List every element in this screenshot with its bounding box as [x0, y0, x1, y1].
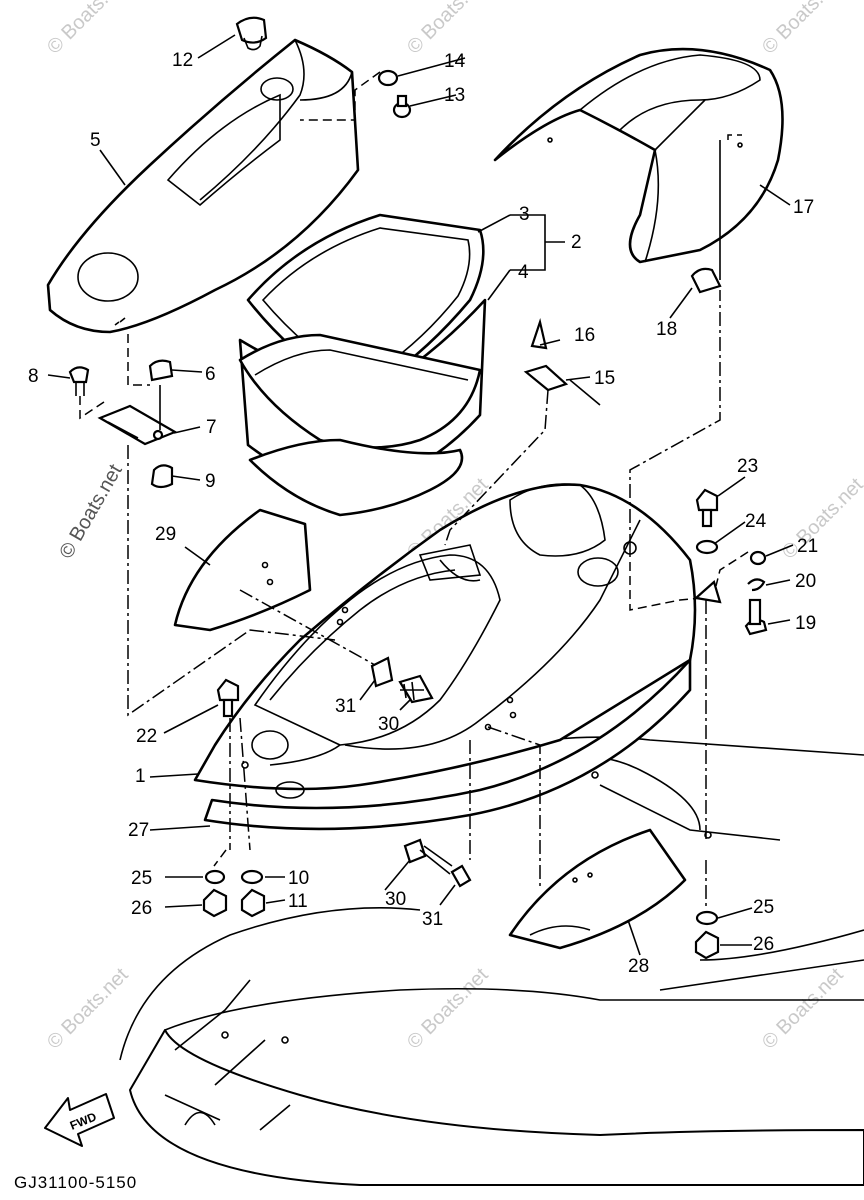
watermark: © Boats.net	[778, 474, 864, 564]
callout-labels: 1 2 3 4 5 6 7 8 9 10 11 12 13 14 15 16 1…	[28, 50, 818, 977]
callout-3: 3	[519, 204, 530, 225]
callout-31b: 31	[422, 909, 443, 930]
diagram-code: GJ31100-5150	[14, 1173, 137, 1192]
watermark: © Boats.net	[758, 0, 848, 59]
watermark: © Boats.net	[403, 964, 493, 1054]
callout-25b: 25	[753, 897, 774, 918]
callout-2: 2	[571, 232, 582, 253]
assembly-lines	[127, 290, 749, 910]
hardware-30-31	[370, 656, 472, 888]
part-27-rub-rail	[203, 658, 692, 831]
callout-14: 14	[444, 51, 466, 72]
callout-28: 28	[628, 956, 649, 977]
callout-30b: 30	[385, 889, 406, 910]
callout-29: 29	[155, 524, 176, 545]
hull-outline	[119, 736, 864, 1186]
callout-15: 15	[594, 368, 615, 389]
hardware-bolts	[216, 488, 768, 718]
leader-lines	[47, 34, 794, 956]
callout-22: 22	[136, 726, 157, 747]
callout-13: 13	[444, 85, 465, 106]
callout-26b: 26	[753, 934, 774, 955]
watermark: © Boats.net	[43, 964, 133, 1054]
watermark-dark: © Boats.net	[55, 460, 127, 562]
callout-11: 11	[288, 891, 308, 912]
hardware-13-14	[377, 69, 412, 119]
callout-27: 27	[128, 820, 149, 841]
part-17-seat	[493, 47, 784, 264]
watermark: © Boats.net	[758, 964, 848, 1054]
callout-21: 21	[797, 536, 818, 557]
hardware-15-16	[523, 317, 569, 392]
watermark: © Boats.net	[403, 0, 493, 59]
callout-19: 19	[795, 613, 816, 634]
callout-12: 12	[172, 50, 193, 71]
callout-25: 25	[131, 868, 152, 889]
watermark: © Boats.net	[43, 0, 133, 59]
part-28-side-panel	[508, 828, 687, 950]
callout-9: 9	[205, 471, 216, 492]
part-2-storage-box	[238, 213, 487, 517]
callout-7: 7	[206, 417, 217, 438]
latch-6-7-8-9	[68, 359, 178, 489]
fwd-arrow-icon: FWD	[44, 1093, 115, 1147]
callout-26: 26	[131, 898, 152, 919]
part-5-front-hatch	[46, 38, 360, 334]
callout-5: 5	[90, 130, 101, 151]
callout-20: 20	[795, 571, 816, 592]
part-29-side-panel	[173, 508, 312, 632]
callout-1: 1	[135, 766, 146, 787]
callout-30: 30	[378, 714, 399, 735]
part-12-knob	[235, 16, 268, 51]
callout-31: 31	[335, 696, 356, 717]
callout-10: 10	[288, 868, 309, 889]
callout-18: 18	[656, 319, 677, 340]
callout-8: 8	[28, 366, 39, 387]
callout-23: 23	[737, 456, 758, 477]
part-18-bumper	[690, 267, 722, 294]
callout-17: 17	[793, 197, 814, 218]
callout-6: 6	[205, 364, 216, 385]
hardware-nuts-washers	[202, 869, 720, 960]
part-1-deck	[193, 483, 697, 799]
callout-16: 16	[574, 325, 595, 346]
callout-24: 24	[745, 511, 767, 532]
callout-4: 4	[518, 262, 529, 283]
